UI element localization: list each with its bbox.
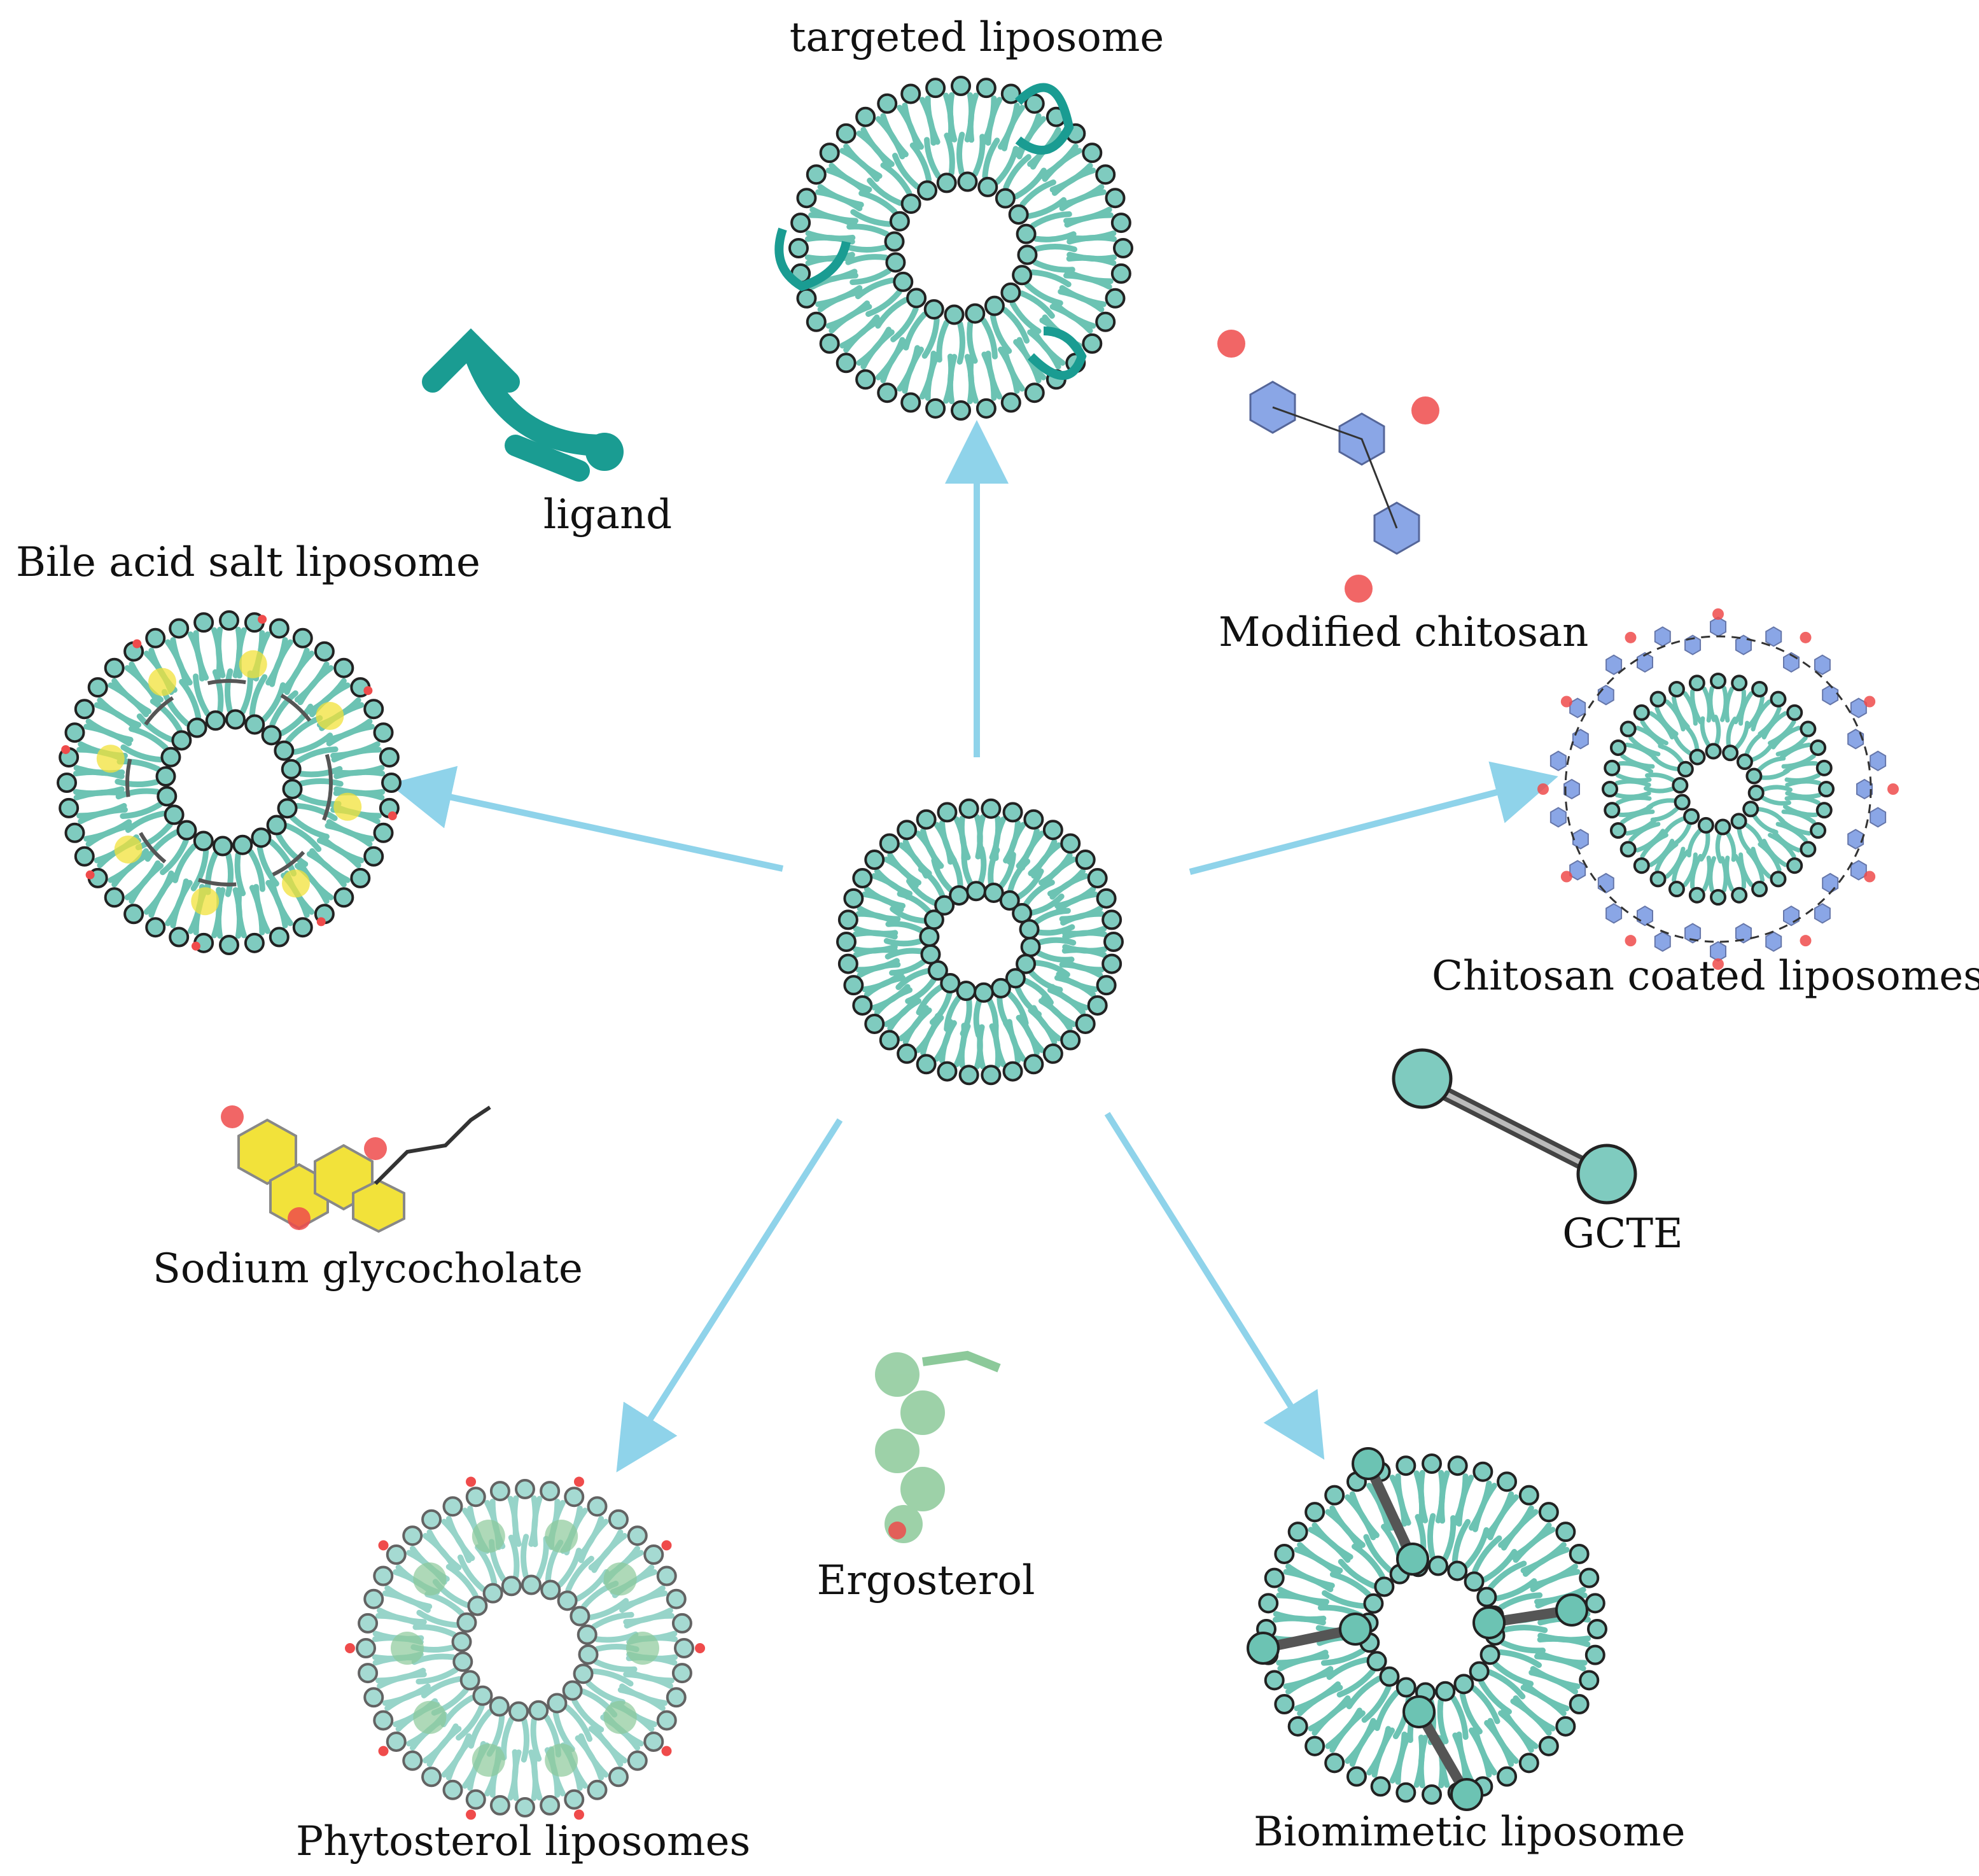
label-ergosterol: Ergosterol <box>817 1557 1035 1604</box>
label-chitosan-coated-liposomes: Chitosan coated liposomes <box>1432 953 1979 1000</box>
ergosterol-molecule <box>875 1350 1001 1543</box>
label-bile-acid-salt-liposome: Bile acid salt liposome <box>16 539 480 586</box>
sodium-glycocholate-molecule <box>221 1105 491 1233</box>
targeted-ligand-icons <box>774 83 1087 380</box>
bile-acid-salt-liposome <box>57 610 402 955</box>
arrow-to-biomimetic <box>1104 1112 1325 1460</box>
label-biomimetic-liposome: Biomimetic liposome <box>1254 1809 1686 1856</box>
label-phytosterol-liposomes: Phytosterol liposomes <box>296 1818 750 1865</box>
label-targeted-liposome: targeted liposome <box>790 14 1164 61</box>
biomimetic-liposome <box>1247 1447 1607 1811</box>
gcte-molecule <box>1392 1048 1637 1205</box>
label-ligand: ligand <box>543 491 672 538</box>
anchor-icon <box>422 328 624 482</box>
arrow-to-phytosterol <box>616 1118 843 1473</box>
chitosan-coated-liposome <box>1537 608 1899 970</box>
targeted-liposome <box>788 76 1133 421</box>
label-gcte: GCTE <box>1562 1210 1683 1257</box>
arrow-to-bile-acid <box>388 766 784 872</box>
modified-chitosan-molecule <box>1217 330 1439 603</box>
arrows <box>388 420 1558 1473</box>
arrow-to-chitosan-coated <box>1189 761 1558 875</box>
phytosterol-liposome <box>345 1476 705 1820</box>
label-sodium-glycocholate: Sodium glycocholate <box>153 1245 583 1292</box>
center-liposome <box>836 798 1124 1086</box>
label-modified-chitosan: Modified chitosan <box>1219 609 1588 656</box>
